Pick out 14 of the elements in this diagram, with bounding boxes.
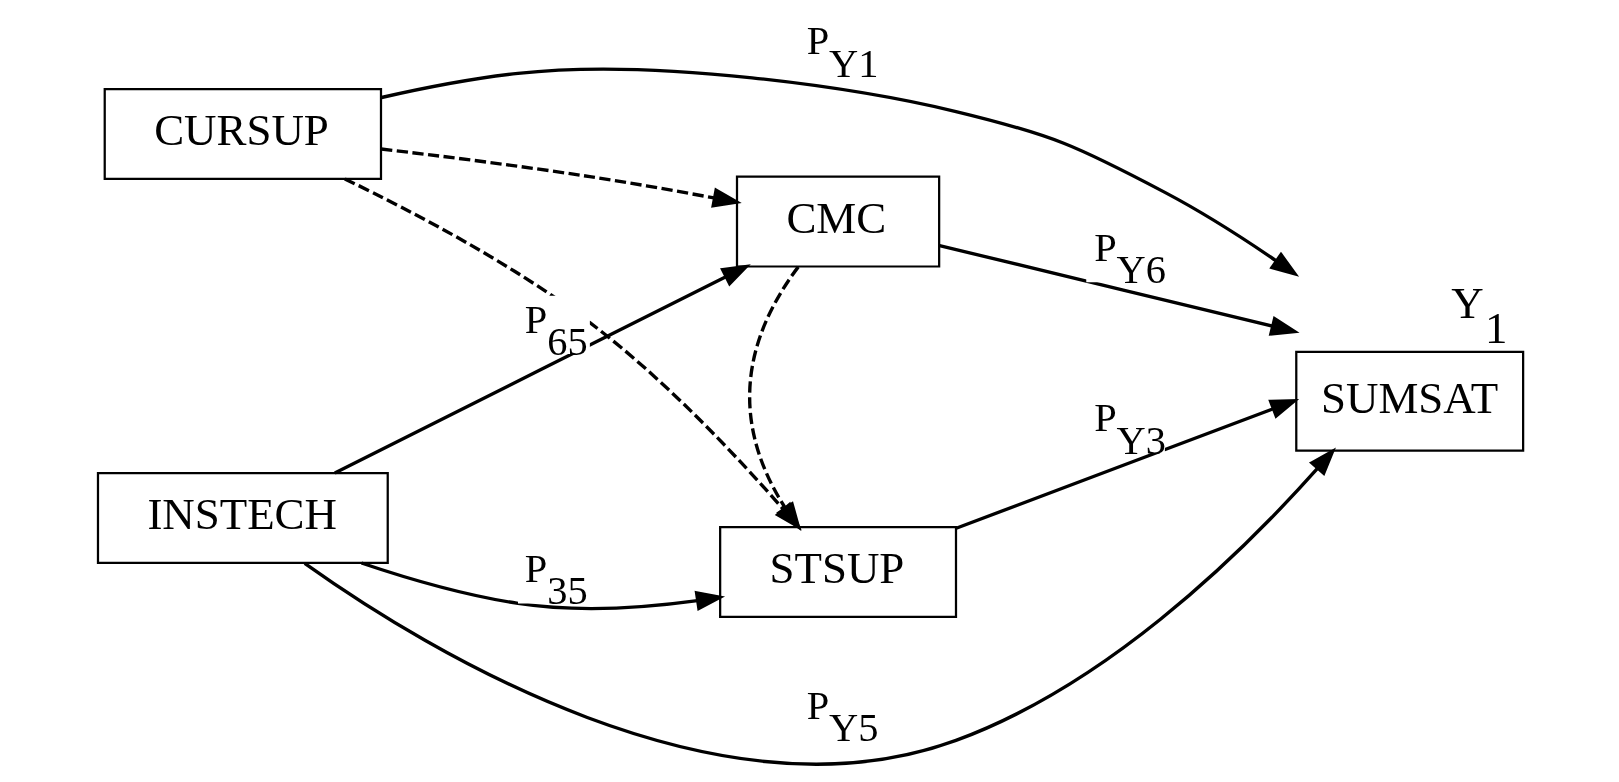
arrow <box>343 177 802 531</box>
node-box: CURSUP <box>103 87 382 181</box>
arrow <box>955 398 1299 530</box>
node-box: CMC <box>735 175 940 268</box>
arrow <box>303 447 1336 766</box>
node-box: STSUP <box>718 525 957 618</box>
arrow <box>938 243 1300 336</box>
arrow <box>747 265 801 531</box>
arrow <box>380 67 1299 277</box>
arrow <box>380 147 742 208</box>
node-box: SUMSAT <box>1294 350 1524 452</box>
node-box: INSTECH <box>96 472 389 565</box>
arrow <box>360 561 725 611</box>
arrow <box>333 264 751 475</box>
